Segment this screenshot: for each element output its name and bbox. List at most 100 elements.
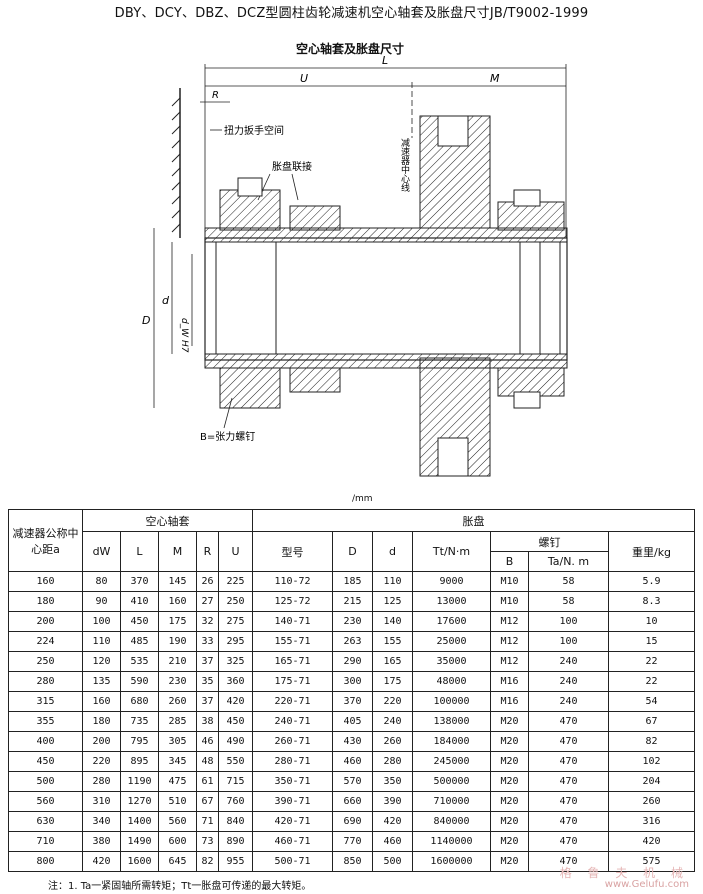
- table-cell: 490: [218, 731, 253, 752]
- table-cell: 280: [8, 671, 83, 692]
- table-cell: 240-71: [252, 711, 333, 732]
- table-cell: 145: [158, 571, 197, 592]
- label-M: M: [490, 72, 500, 85]
- table-cell: M16: [490, 671, 529, 692]
- unit-label: /mm: [352, 494, 373, 504]
- table-cell: 22: [607, 651, 696, 672]
- table-cell: 140: [372, 611, 413, 632]
- table-cell: 58: [528, 591, 609, 612]
- table-cell: 460: [372, 831, 413, 852]
- table-cell: 500000: [412, 771, 491, 792]
- table-cell: M12: [490, 611, 529, 632]
- table-cell: 250: [218, 591, 253, 612]
- table-cell: 560: [8, 791, 83, 812]
- table-cell: 67: [607, 711, 696, 732]
- table-cell: 315: [8, 691, 83, 712]
- table-cell: 1490: [120, 831, 159, 852]
- table-cell: 305: [158, 731, 197, 752]
- table-cell: 26: [196, 571, 219, 592]
- header-R: R: [196, 531, 219, 572]
- table-cell: 100: [528, 631, 609, 652]
- table-cell: 125: [372, 591, 413, 612]
- header-dw: dW: [82, 531, 121, 572]
- technical-drawing: L U M R 扭力扳手空间 胀盘联接 减速器中心线: [142, 54, 568, 477]
- table-cell: 240: [528, 691, 609, 712]
- table-cell: 13000: [412, 591, 491, 612]
- table-cell: 470: [528, 731, 609, 752]
- table-cell: M12: [490, 631, 529, 652]
- table-cell: 22: [607, 671, 696, 692]
- table-cell: 230: [158, 671, 197, 692]
- table-cell: 355: [8, 711, 83, 732]
- table-cell: 280: [82, 771, 121, 792]
- table-cell: 210: [158, 651, 197, 672]
- table-cell: 165-71: [252, 651, 333, 672]
- table-cell: 100: [82, 611, 121, 632]
- table-cell: 710: [8, 831, 83, 852]
- table-cell: 138000: [412, 711, 491, 732]
- table-cell: 570: [332, 771, 373, 792]
- table-cell: 82: [607, 731, 696, 752]
- shrink-disc-lower: [219, 367, 281, 409]
- table-cell: 360: [218, 671, 253, 692]
- header-L: L: [120, 531, 159, 572]
- table-cell: M16: [490, 691, 529, 712]
- table-cell: 155: [372, 631, 413, 652]
- table-cell: 770: [332, 831, 373, 852]
- table-cell: 200: [8, 611, 83, 632]
- shaft-wall-bottom: [204, 353, 568, 369]
- table-cell: 350-71: [252, 771, 333, 792]
- table-cell: 61: [196, 771, 219, 792]
- table-cell: 200: [82, 731, 121, 752]
- table-cell: 155-71: [252, 631, 333, 652]
- table-cell: 220-71: [252, 691, 333, 712]
- table-cell: M12: [490, 651, 529, 672]
- table-cell: 955: [218, 851, 253, 872]
- table-cell: 390-71: [252, 791, 333, 812]
- header-D: D: [332, 531, 373, 572]
- table-cell: 325: [218, 651, 253, 672]
- table-cell: 290: [332, 651, 373, 672]
- table-cell: 470: [528, 711, 609, 732]
- table-cell: M20: [490, 731, 529, 752]
- table-cell: 470: [528, 811, 609, 832]
- table-cell: 25000: [412, 631, 491, 652]
- table-cell: 204: [607, 771, 696, 792]
- table-cell: 450: [8, 751, 83, 772]
- header-center-distance: 减速器公称中心距a: [8, 509, 83, 572]
- table-cell: 450: [120, 611, 159, 632]
- table-cell: 35: [196, 671, 219, 692]
- table-cell: 715: [218, 771, 253, 792]
- header-M: M: [158, 531, 197, 572]
- shaft-sleeve-drawing: 空心轴套及胀盘尺寸 L U M R 扭力扳手空间: [120, 28, 580, 488]
- table-cell: 160: [8, 571, 83, 592]
- table-cell: 405: [332, 711, 373, 732]
- table-cell: 550: [218, 751, 253, 772]
- watermark-url: www.Gelufu.com: [604, 879, 689, 890]
- table-cell: 245000: [412, 751, 491, 772]
- table-cell: 73: [196, 831, 219, 852]
- table-cell: 215: [332, 591, 373, 612]
- table-cell: 1270: [120, 791, 159, 812]
- table-cell: 180: [82, 711, 121, 732]
- table-cell: 895: [120, 751, 159, 772]
- page-title: DBY、DCY、DBZ、DCZ型圆柱齿轮减速机空心轴套及胀盘尺寸JB/T9002…: [114, 6, 589, 21]
- header-d: d: [372, 531, 413, 572]
- table-cell: 420: [82, 851, 121, 872]
- table-cell: 1400: [120, 811, 159, 832]
- header-model: 型号: [252, 531, 333, 572]
- table-cell: M20: [490, 831, 529, 852]
- table-cell: 110: [82, 631, 121, 652]
- table-cell: 410: [120, 591, 159, 612]
- table-cell: 120: [82, 651, 121, 672]
- table-cell: 175-71: [252, 671, 333, 692]
- table-cell: 345: [158, 751, 197, 772]
